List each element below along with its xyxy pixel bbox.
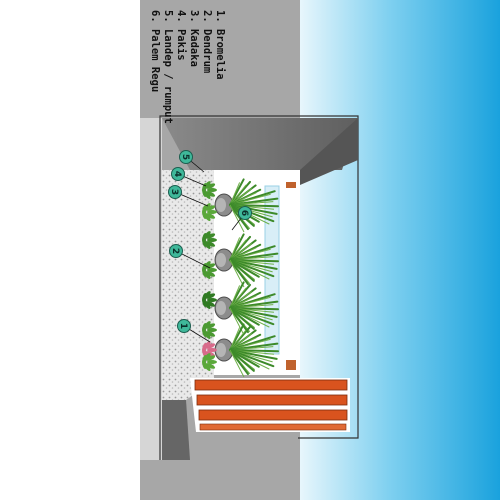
window-frame-bottom — [286, 360, 296, 370]
marker-3-icon: 3 — [168, 185, 209, 207]
wooden-deck — [190, 378, 350, 432]
marker-label: 4 — [172, 171, 182, 177]
window-frame-top — [286, 182, 296, 188]
ceiling-edge — [300, 118, 358, 185]
marker-2-icon: 2 — [169, 244, 211, 269]
marker-6-icon: 6 — [231, 206, 252, 231]
marker-label: 3 — [169, 189, 179, 195]
ceiling-slab — [162, 118, 358, 170]
potted-palm-icon — [214, 233, 279, 288]
ground-plant-icon — [202, 203, 217, 222]
room-outline — [159, 115, 359, 460]
ground-plant-icon — [202, 291, 217, 310]
potted-palm-icon — [214, 323, 279, 378]
ground-plant-icon — [202, 353, 217, 372]
marker-label: 5 — [180, 154, 190, 160]
ground-plant-icon — [202, 321, 217, 340]
ground-plant-icon — [202, 231, 217, 250]
marker-label: 6 — [239, 210, 249, 216]
marker-label: 1 — [178, 323, 188, 329]
marker-1-icon: 1 — [177, 319, 211, 343]
marker-label: 2 — [170, 248, 180, 254]
marker-4-icon: 4 — [171, 167, 207, 187]
marker-5-icon: 5 — [179, 150, 205, 173]
wall-shadow — [140, 118, 162, 460]
potted-palm-icon — [214, 281, 279, 336]
gravel-strip — [162, 170, 214, 400]
floor-edge — [162, 400, 190, 460]
